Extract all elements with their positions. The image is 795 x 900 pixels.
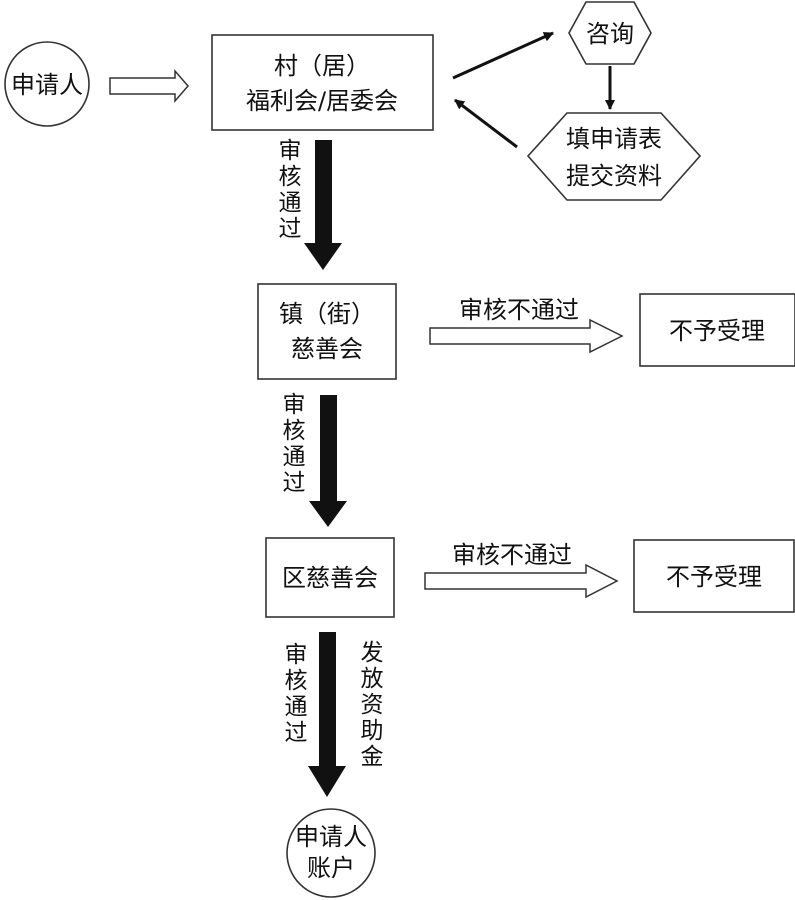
village-committee-node: 村（居） 福利会/居委会 xyxy=(211,34,434,131)
rejected-label-2: 审核不通过 xyxy=(452,541,572,569)
district-label: 区慈善会 xyxy=(282,564,378,592)
approved-label-1: 审核通过 xyxy=(279,138,302,242)
thick-arrow-town-to-district xyxy=(309,395,347,527)
approved-label-2: 审核通过 xyxy=(283,392,306,496)
approved-label-1-text: 审核通过 xyxy=(279,138,302,242)
town-label-line2: 慈善会 xyxy=(291,335,363,363)
rejected-label-1: 审核不通过 xyxy=(459,296,579,324)
applicant-start-node: 申请人 xyxy=(4,41,90,127)
form-label-line1: 填申请表 xyxy=(566,125,662,153)
village-label-line2: 福利会/居委会 xyxy=(246,87,398,115)
applicant-start-label: 申请人 xyxy=(11,71,83,99)
consult-label: 咨询 xyxy=(586,20,634,48)
hollow-arrow-to-village xyxy=(109,68,189,104)
approved-label-3: 审核通过 xyxy=(285,642,308,746)
account-label-line2: 账户 xyxy=(307,854,355,882)
district-charity-node: 区慈善会 xyxy=(265,537,395,618)
thick-arrow-village-to-town xyxy=(304,140,342,270)
town-label-line1: 镇（街） xyxy=(279,300,375,328)
reject-node-1: 不予受理 xyxy=(639,293,795,367)
arrow-village-to-consult xyxy=(452,31,554,80)
account-label-line1: 申请人 xyxy=(295,823,367,851)
applicant-account-node: 申请人 账户 xyxy=(286,808,376,898)
consult-node: 咨询 xyxy=(568,1,652,65)
village-label-line1: 村（居） xyxy=(274,52,370,80)
fund-release-label-text: 发放资助金 xyxy=(361,640,384,770)
approved-label-2-text: 审核通过 xyxy=(283,392,306,496)
thick-arrow-district-to-account xyxy=(308,632,346,797)
submit-form-node: 填申请表 提交资料 xyxy=(526,112,702,201)
hollow-arrow-reject-1 xyxy=(429,318,624,354)
approved-label-3-text: 审核通过 xyxy=(285,642,308,746)
arrow-form-to-village xyxy=(454,98,518,149)
reject-label-1: 不予受理 xyxy=(669,317,765,345)
fund-release-label: 发放资助金 xyxy=(361,640,384,770)
reject-label-2: 不予受理 xyxy=(666,563,762,591)
town-charity-node: 镇（街） 慈善会 xyxy=(257,283,397,380)
reject-node-2: 不予受理 xyxy=(633,539,795,613)
hollow-arrow-reject-2 xyxy=(424,563,619,599)
form-label-line2: 提交资料 xyxy=(566,162,662,190)
